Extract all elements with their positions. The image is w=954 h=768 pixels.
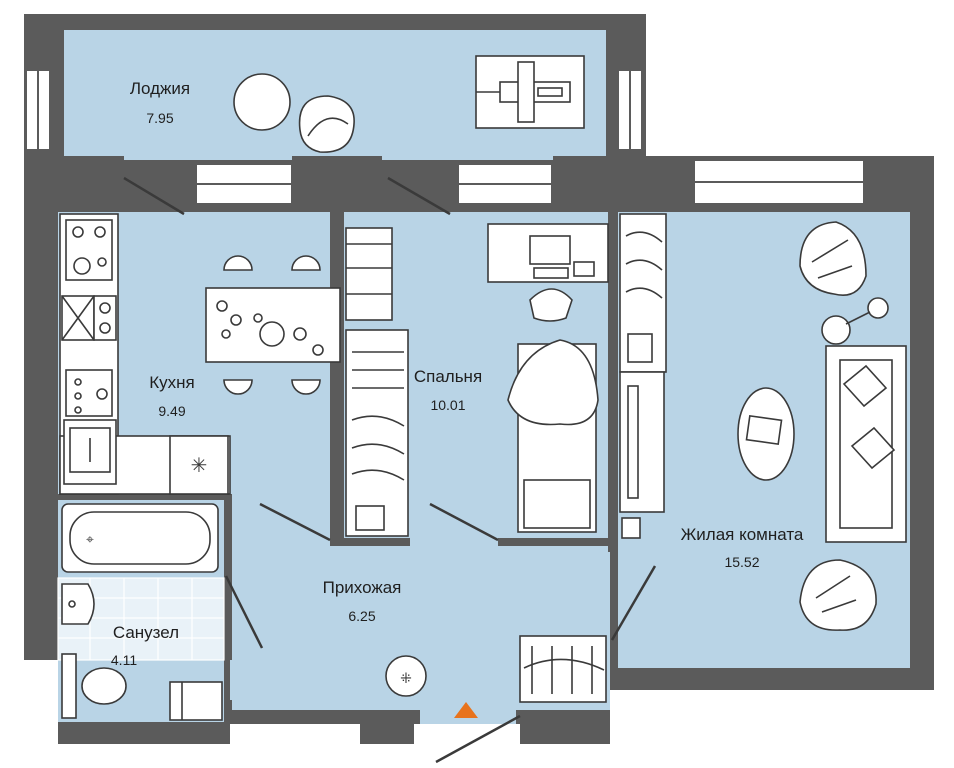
room-labels: Лоджия 7.95 Кухня 9.49 Спальня 10.01 Жил… bbox=[111, 79, 804, 668]
internal-walls bbox=[24, 156, 693, 670]
bedroom-label: Спальня bbox=[414, 367, 482, 386]
living-area: 15.52 bbox=[724, 554, 759, 570]
cooktop-icon bbox=[65, 369, 113, 417]
windows bbox=[25, 69, 934, 212]
chair-icons bbox=[223, 255, 321, 395]
bedroom-area: 10.01 bbox=[430, 397, 465, 413]
toilet-icon bbox=[61, 653, 127, 719]
hallway-area: 6.25 bbox=[348, 608, 375, 624]
bathroom-label: Санузел bbox=[113, 623, 179, 642]
wardrobe-icon bbox=[345, 227, 409, 537]
exercise-machine-icon bbox=[475, 55, 585, 129]
door-kitchen-loggia bbox=[123, 176, 185, 216]
single-bed-icon bbox=[507, 339, 599, 533]
washbasin-icon bbox=[61, 583, 95, 625]
desk-chair-icon bbox=[529, 288, 573, 322]
svg-text:⁜: ⁜ bbox=[400, 671, 412, 687]
desk-icon bbox=[487, 223, 609, 283]
door-bedroom-loggia bbox=[387, 176, 451, 216]
floor-lamp-icon bbox=[821, 297, 889, 345]
hood-icon bbox=[61, 295, 95, 341]
stove-icon bbox=[93, 295, 117, 341]
kitchen-label: Кухня bbox=[149, 373, 195, 392]
closet-icon bbox=[619, 213, 667, 373]
coffee-table-icon bbox=[737, 387, 795, 481]
armchair-bottom-icon bbox=[799, 559, 877, 631]
boiler-icon bbox=[169, 681, 223, 721]
armchair-icon bbox=[298, 95, 355, 153]
round-ottoman-icon: ⁜ bbox=[385, 655, 427, 697]
bathtub-icon: ⌖ bbox=[61, 503, 219, 573]
svg-text:⌖: ⌖ bbox=[86, 532, 94, 548]
kitchen-area: 9.49 bbox=[158, 403, 185, 419]
door-living bbox=[610, 565, 657, 641]
round-table-icon bbox=[233, 73, 291, 131]
loggia-label: Лоджия bbox=[130, 79, 190, 98]
kitchen-furniture: ✳ bbox=[59, 213, 341, 495]
fridge-snowflake-icon: ✳ bbox=[169, 435, 229, 495]
bedroom-furniture bbox=[345, 223, 609, 537]
door-kitchen bbox=[259, 502, 331, 542]
doors bbox=[123, 176, 657, 764]
living-furniture bbox=[619, 213, 907, 631]
sink-icon bbox=[65, 219, 113, 281]
living-label: Жилая комната bbox=[681, 525, 804, 544]
armchair-top-icon bbox=[799, 221, 867, 296]
hallway-furniture: ⁜ bbox=[385, 635, 607, 718]
tv-stand-icon bbox=[619, 371, 665, 539]
bathroom-area: 4.11 bbox=[111, 652, 137, 668]
washer-icon bbox=[63, 419, 117, 485]
loggia-furniture bbox=[233, 55, 585, 153]
dining-table-icon bbox=[205, 287, 341, 363]
hallway-label: Прихожая bbox=[323, 578, 402, 597]
coat-rack-icon bbox=[519, 635, 607, 703]
entrance-triangle-icon bbox=[454, 702, 478, 718]
door-bedroom bbox=[429, 502, 499, 542]
room-hallway-ext bbox=[230, 660, 360, 700]
svg-text:✳: ✳ bbox=[191, 453, 208, 477]
door-bathroom bbox=[224, 575, 264, 649]
sofa-icon bbox=[825, 345, 907, 543]
loggia-area: 7.95 bbox=[146, 110, 173, 126]
door-entrance bbox=[435, 714, 521, 764]
bathroom-furniture: ⌖ bbox=[61, 503, 223, 721]
